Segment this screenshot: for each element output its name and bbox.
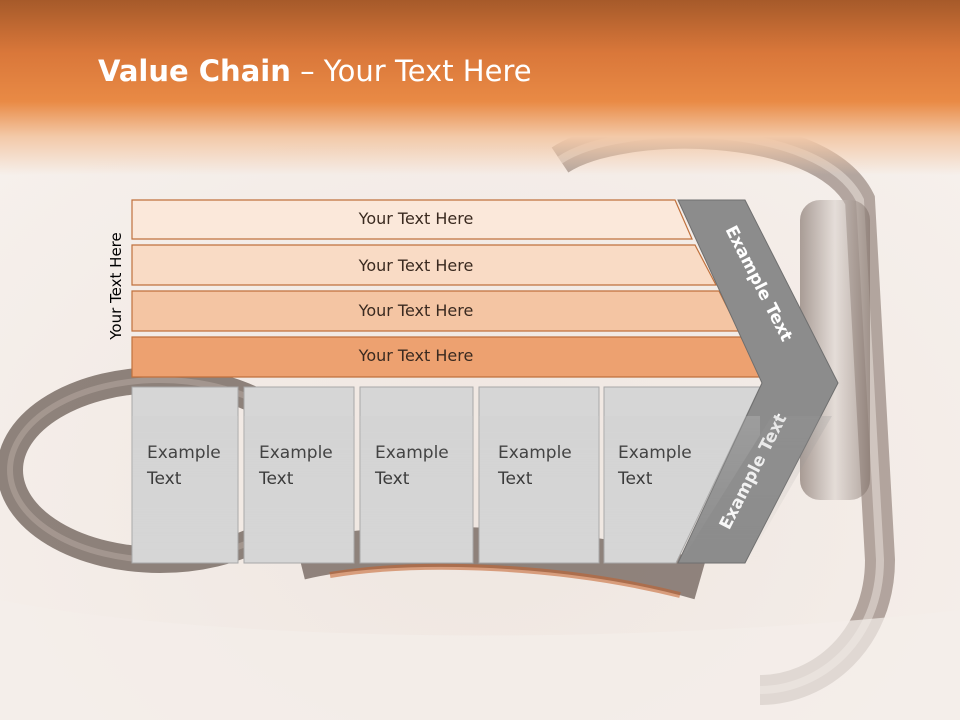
cell-5[interactable] xyxy=(603,386,761,564)
cell-4-line2: Text xyxy=(498,469,533,489)
cell-1[interactable] xyxy=(131,386,239,564)
slide-title: Value Chain – Your Text Here xyxy=(98,54,532,88)
title-bold: Value Chain xyxy=(98,54,291,88)
cell-2[interactable] xyxy=(243,386,355,564)
bar-4[interactable] xyxy=(131,336,765,378)
cell-4[interactable] xyxy=(478,386,600,564)
bar-3[interactable] xyxy=(131,290,740,332)
cell-1-line2: Text xyxy=(147,469,182,489)
title-rest: – Your Text Here xyxy=(290,54,532,88)
cell-2-line2: Text xyxy=(259,469,294,489)
bar-1[interactable] xyxy=(131,199,693,240)
arrow-chevron[interactable] xyxy=(677,199,839,564)
cell-2-line1: Example xyxy=(259,443,333,463)
cell-4-line1: Example xyxy=(498,443,572,463)
cell-3-line1: Example xyxy=(375,443,449,463)
cell-3-line2: Text xyxy=(375,469,410,489)
header-band xyxy=(0,0,960,175)
cell-5-line1: Example xyxy=(618,443,692,463)
cell-1-line1: Example xyxy=(147,443,221,463)
bar-2[interactable] xyxy=(131,244,717,286)
cell-3[interactable] xyxy=(359,386,474,564)
cell-5-line2: Text xyxy=(618,469,653,489)
